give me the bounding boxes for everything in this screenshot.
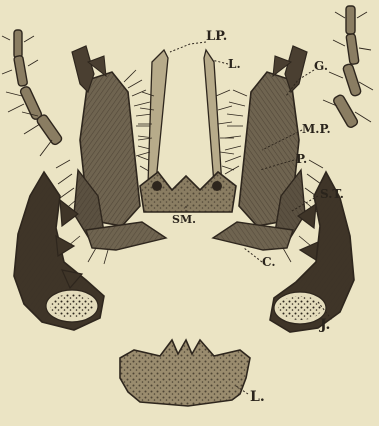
label-maxillary-palp: M.P. <box>302 123 331 135</box>
labium <box>136 50 236 212</box>
label-jaw: J. <box>320 318 330 332</box>
label-galea: G. <box>314 60 328 72</box>
labrum <box>120 340 250 406</box>
label-submentum: SM. <box>172 214 196 225</box>
label-lacinia: L. <box>228 58 241 70</box>
label-cardo: C. <box>262 256 276 268</box>
label-labrum: L. <box>250 390 265 404</box>
label-palpifer: P. <box>296 153 307 165</box>
label-stipes: S.T. <box>320 188 344 200</box>
left-maxillary-palp <box>14 30 63 146</box>
label-labial-palp: LP. <box>206 30 227 43</box>
